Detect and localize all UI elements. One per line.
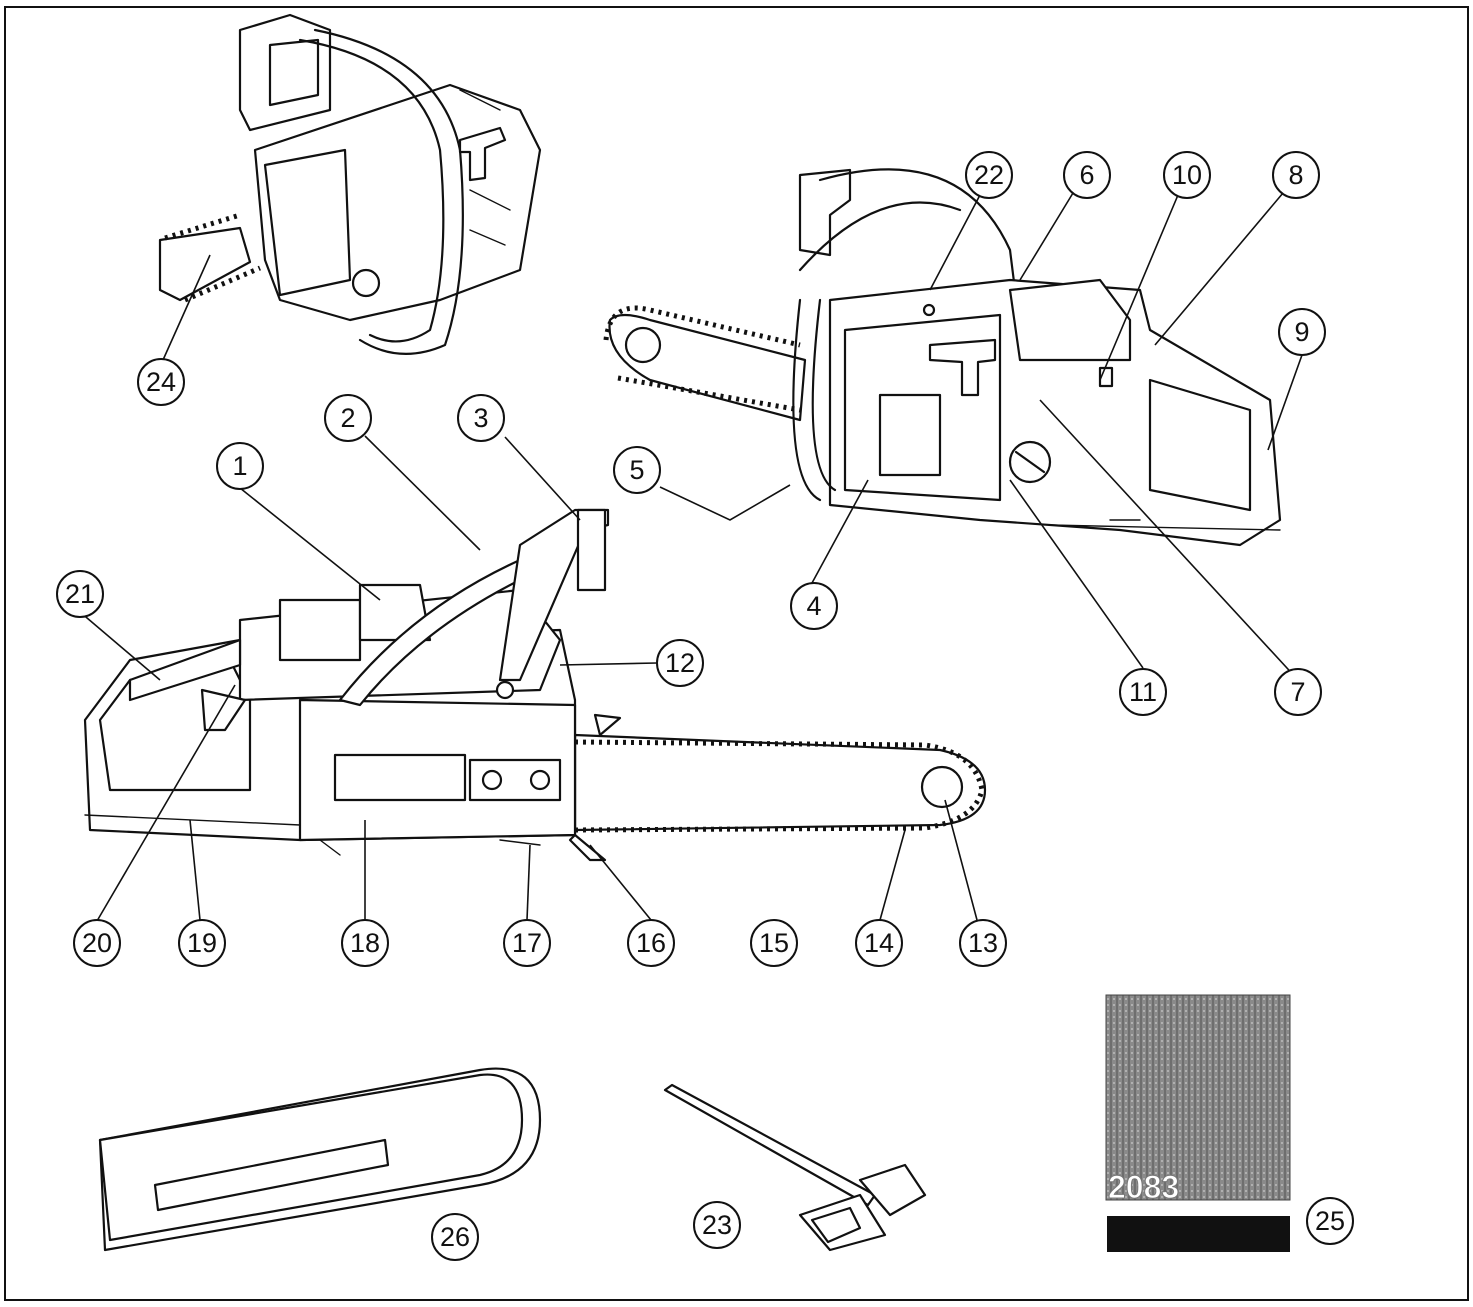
callout-2: 2 (324, 394, 372, 442)
callout-16-label: 16 (636, 928, 666, 958)
callout-22: 22 (965, 151, 1013, 199)
callout-20: 20 (73, 919, 121, 967)
callout-24-label: 24 (146, 367, 176, 397)
callout-7: 7 (1274, 668, 1322, 716)
callout-19-label: 19 (187, 928, 217, 958)
diagram-frame (4, 6, 1469, 1301)
callout-23-label: 23 (702, 1210, 732, 1240)
decal-illustration: 2083 (1105, 994, 1291, 1252)
callout-5-label: 5 (629, 455, 644, 485)
callout-21-label: 21 (65, 579, 95, 609)
callout-18-label: 18 (350, 928, 380, 958)
callout-18: 18 (341, 919, 389, 967)
decal-code-label: 2083 (1108, 1169, 1179, 1205)
leader-lines (79, 192, 1303, 922)
callout-11-label: 11 (1129, 677, 1157, 707)
callout-2-label: 2 (340, 403, 355, 433)
chainsaw-detail-illustration (158, 13, 542, 355)
callout-15: 15 (750, 919, 798, 967)
callout-8-label: 8 (1288, 160, 1303, 190)
callout-14: 14 (855, 919, 903, 967)
callout-10: 10 (1163, 151, 1211, 199)
callout-7-label: 7 (1290, 677, 1305, 707)
callout-6: 6 (1063, 151, 1111, 199)
callout-12-label: 12 (665, 648, 695, 678)
bar-guard-illustration (98, 1067, 542, 1252)
callout-17: 17 (503, 919, 551, 967)
callout-24: 24 (137, 358, 185, 406)
callout-25: 25 (1306, 1197, 1354, 1245)
callout-3-label: 3 (473, 403, 488, 433)
callout-4: 4 (790, 582, 838, 630)
callout-1: 1 (216, 442, 264, 490)
callout-17-label: 17 (512, 928, 542, 958)
callout-26: 26 (431, 1213, 479, 1261)
callout-5: 5 (613, 446, 661, 494)
callout-9-label: 9 (1294, 317, 1309, 347)
callout-21: 21 (56, 570, 104, 618)
callout-16: 16 (627, 919, 675, 967)
callout-25-label: 25 (1315, 1206, 1345, 1236)
callout-6-label: 6 (1079, 160, 1094, 190)
callout-13-label: 13 (968, 928, 998, 958)
callout-19: 19 (178, 919, 226, 967)
callout-20-label: 20 (82, 928, 112, 958)
callout-1-label: 1 (232, 451, 247, 481)
callout-23: 23 (693, 1201, 741, 1249)
combination-spanner-illustration (663, 1083, 927, 1252)
callout-26-label: 26 (440, 1222, 470, 1252)
callout-11: 11 (1119, 668, 1167, 716)
callout-3: 3 (457, 394, 505, 442)
callout-22-label: 22 (974, 160, 1004, 190)
callout-13: 13 (959, 919, 1007, 967)
chainsaw-left-view-illustration (83, 508, 987, 862)
decal-black-bar (1107, 1216, 1290, 1252)
callout-8: 8 (1272, 151, 1320, 199)
callout-14-label: 14 (864, 928, 894, 958)
callout-12: 12 (656, 639, 704, 687)
callout-4-label: 4 (806, 591, 821, 621)
callout-10-label: 10 (1172, 160, 1202, 190)
chainsaw-right-view-illustration (603, 168, 1282, 547)
callout-9: 9 (1278, 308, 1326, 356)
callout-15-label: 15 (759, 928, 789, 958)
